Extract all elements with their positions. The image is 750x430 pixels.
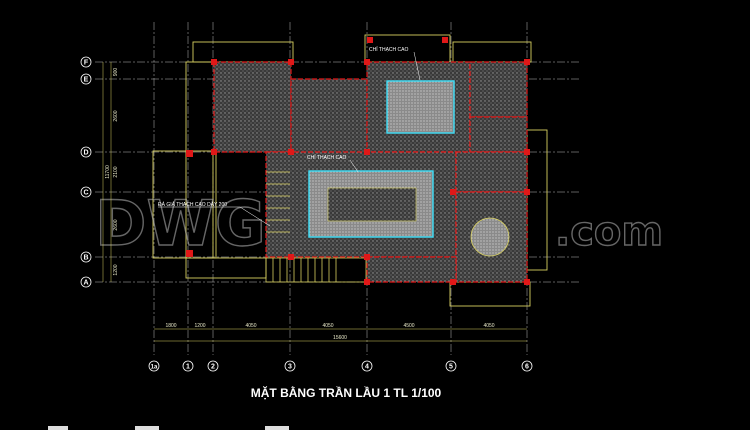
dim-total: 15600 bbox=[333, 335, 347, 341]
dim-e-d: 2600 bbox=[113, 110, 119, 121]
watermark-left: DWG bbox=[95, 187, 266, 260]
axis-row-d: D bbox=[83, 150, 88, 157]
dim-3-4: 4050 bbox=[322, 323, 333, 329]
room-9 bbox=[366, 256, 457, 283]
axis-row-a: A bbox=[83, 280, 88, 287]
dim-1a-1: 1800 bbox=[165, 323, 176, 329]
room-5 bbox=[469, 116, 528, 153]
axis-row-b: B bbox=[83, 255, 88, 262]
round-ceiling bbox=[470, 217, 510, 257]
ceiling-tray-1 bbox=[386, 80, 455, 134]
drawing-title: MẶT BẰNG TRẦN LẦU 1 TL 1/100 bbox=[251, 385, 442, 400]
dim-d-c: 2100 bbox=[113, 166, 119, 177]
dim-f-e: 900 bbox=[113, 68, 119, 77]
structural-columns bbox=[186, 37, 530, 285]
note-ceiling-trim-1: CHỈ THẠCH CAO bbox=[369, 46, 408, 53]
dim-5-6: 4050 bbox=[483, 323, 494, 329]
axis-row-e: E bbox=[84, 77, 89, 84]
dim-b-a: 1200 bbox=[113, 264, 119, 275]
dim-c-b: 2600 bbox=[113, 219, 119, 230]
dim-left-total: 11700 bbox=[105, 165, 111, 179]
axis-col-1a: 1a bbox=[151, 365, 158, 371]
axis-col-2: 2 bbox=[211, 364, 215, 371]
legend-swatch-2 bbox=[135, 426, 159, 430]
legend-swatch-3 bbox=[265, 426, 289, 430]
dim-2-3: 4050 bbox=[245, 323, 256, 329]
room-4 bbox=[469, 61, 528, 118]
axis-col-4: 4 bbox=[365, 364, 369, 371]
ceiling-tray-inner bbox=[327, 187, 417, 222]
watermark-right: .com bbox=[555, 209, 663, 255]
stairs bbox=[265, 171, 367, 283]
room-1 bbox=[213, 61, 292, 153]
axis-col-5: 5 bbox=[449, 364, 453, 371]
axis-col-6: 6 bbox=[525, 364, 529, 371]
room-7 bbox=[455, 151, 528, 193]
axis-row-c: C bbox=[83, 190, 88, 197]
dim-4-5: 4500 bbox=[403, 323, 414, 329]
legend-swatch-1 bbox=[48, 426, 68, 430]
dim-1-2: 1200 bbox=[194, 323, 205, 329]
axis-row-f: F bbox=[84, 60, 89, 67]
note-gypsum: ĐÁ GIẢ THẠCH CAO DÀY 200 bbox=[158, 201, 227, 208]
ceiling-rooms bbox=[213, 61, 528, 283]
note-ceiling-trim-2: CHỈ THẠCH CAO bbox=[307, 154, 346, 161]
axis-col-3: 3 bbox=[288, 364, 292, 371]
axis-col-1: 1 bbox=[186, 364, 190, 371]
